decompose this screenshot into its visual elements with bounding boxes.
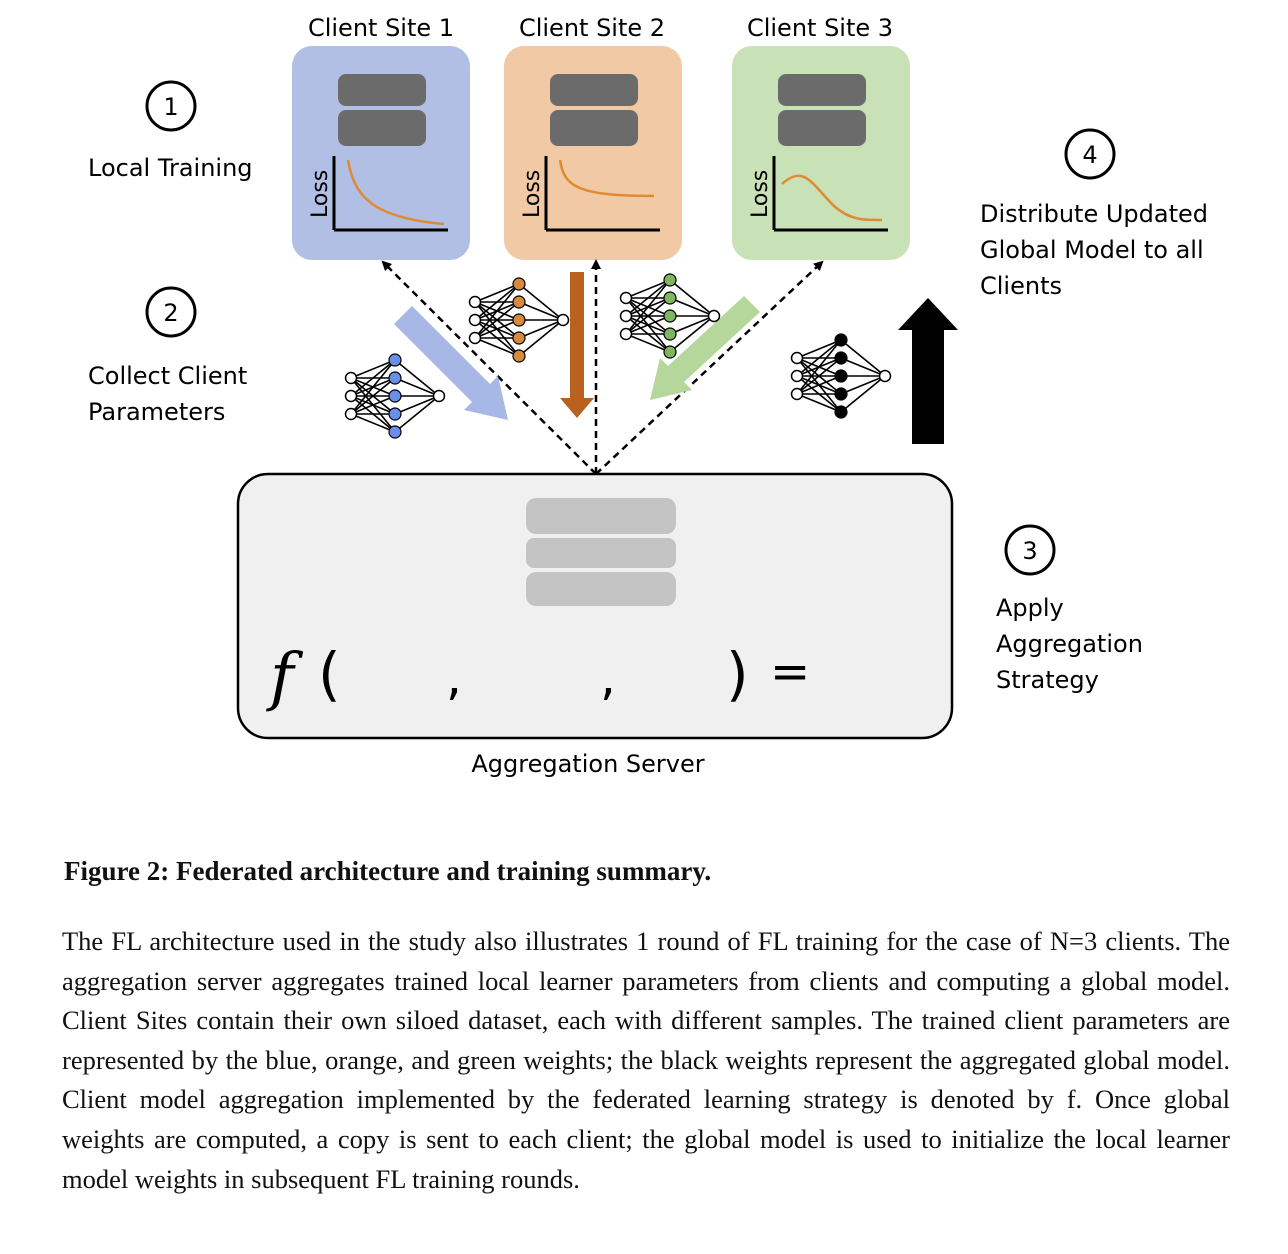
step-label-line-2: Parameters: [88, 398, 225, 426]
client-site-3: Loss: [732, 46, 910, 260]
green-collect-arrow: [650, 296, 760, 400]
client-site-2-title: Client Site 2: [519, 14, 665, 42]
step-number-circle: [1064, 128, 1116, 180]
step-label-line-1: Apply: [996, 594, 1064, 622]
loss-curve: [781, 174, 883, 222]
loss-plot: [772, 156, 888, 232]
equals-sign: =: [770, 644, 810, 700]
step-label-line-3: Strategy: [996, 666, 1099, 694]
step-number: 3: [1022, 537, 1037, 565]
open-paren: (: [318, 640, 341, 708]
step-number: 2: [163, 299, 178, 327]
client-site-1: Loss: [292, 46, 470, 260]
figure-caption-body: The FL architecture used in the study al…: [62, 926, 1230, 1194]
database-icon: [550, 74, 638, 146]
step-1: 1 Local Training: [88, 80, 253, 182]
loss-plot: [332, 156, 448, 232]
client-site-3-title: Client Site 3: [747, 14, 893, 42]
figure-caption-title: Figure 2: Federated architecture and tra…: [64, 856, 712, 886]
close-paren: ): [726, 640, 749, 708]
distribution-arrows: [381, 259, 824, 475]
step-label-line-1: Collect Client: [88, 362, 247, 390]
comma-1: ,: [446, 648, 462, 706]
orange-collect-arrow: [560, 272, 594, 418]
step-2: 2 Collect Client Parameters: [88, 286, 247, 426]
step-label-line-1: Distribute Updated: [980, 200, 1208, 228]
step-4: 4 Distribute Updated Global Model to all…: [980, 128, 1208, 300]
blue-weights-network-icon: [344, 353, 446, 439]
orange-weights-network-icon: [468, 277, 570, 363]
step-label: Local Training: [88, 154, 253, 182]
loss-axis-label: Loss: [748, 170, 773, 218]
green-weights-network-icon: [619, 273, 721, 359]
loss-plot: [544, 156, 660, 232]
global-model-up-arrow: [898, 298, 958, 444]
step-number-circle: [1004, 524, 1056, 576]
client-site-1-title: Client Site 1: [308, 14, 454, 42]
blue-collect-arrow: [394, 306, 508, 420]
loss-axis-label: Loss: [308, 170, 333, 218]
dashed-arrow-to-site-3: [595, 260, 824, 475]
loss-curve: [346, 159, 445, 226]
step-label-line-2: Aggregation: [996, 630, 1143, 658]
step-3: 3 Apply Aggregation Strategy: [996, 524, 1143, 694]
step-label-line-2: Global Model to all: [980, 236, 1204, 264]
aggregation-server-label: Aggregation Server: [471, 750, 704, 778]
database-icon: [778, 74, 866, 146]
loss-axis-label: Loss: [520, 170, 545, 218]
step-number: 4: [1082, 141, 1097, 169]
database-icon: [338, 74, 426, 146]
step-number-circle: [145, 286, 197, 338]
step-number: 1: [163, 93, 178, 121]
comma-2: ,: [600, 648, 616, 706]
aggregation-server: f ( , , ) =: [236, 472, 954, 740]
dashed-arrow-to-site-1: [381, 260, 597, 475]
server-database-icon: [526, 498, 676, 606]
step-number-circle: [145, 80, 197, 132]
loss-curve: [558, 159, 655, 198]
step-label-line-3: Clients: [980, 272, 1062, 300]
client-site-2: Loss: [504, 46, 682, 260]
federated-architecture-diagram: Loss Loss Loss Client Site 1 Client Site…: [88, 14, 1208, 778]
global-weights-network-icon: [790, 333, 892, 419]
